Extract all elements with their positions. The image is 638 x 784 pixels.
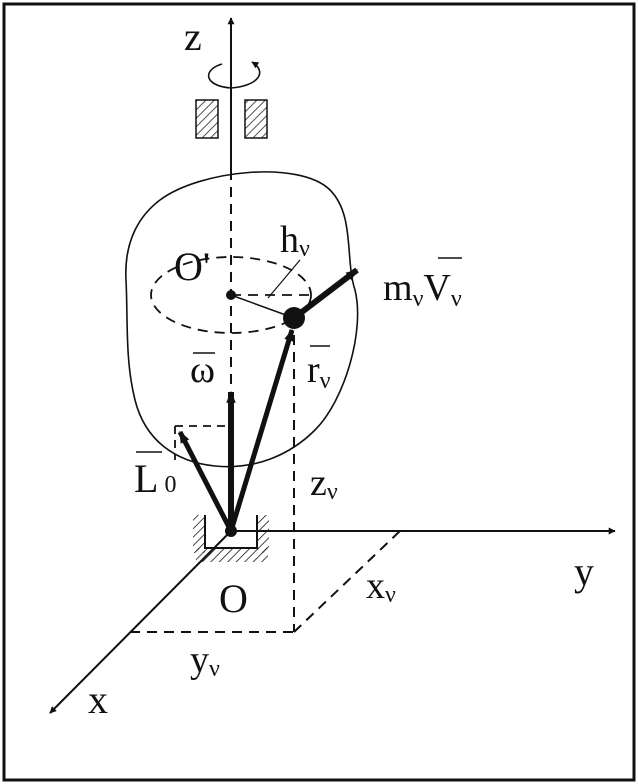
lower-bearing-hatch-right [257, 515, 269, 553]
z-coord-label: zν [310, 462, 338, 505]
upper-bearing-right [244, 99, 268, 139]
origin-label: O [219, 576, 248, 621]
x-projection-line [293, 530, 401, 633]
momentum-vector [292, 267, 359, 321]
rigid-body-outline [125, 171, 359, 468]
omega-label: ω [190, 349, 215, 391]
h-distance-line [230, 294, 295, 319]
x-axis-label: x [88, 677, 108, 722]
origin-point [225, 525, 237, 537]
rotation-arrow-icon [207, 61, 261, 89]
z-axis-label: z [184, 14, 202, 59]
center-o-prime [226, 290, 236, 300]
angular-momentum-vector [177, 430, 234, 533]
lower-bearing-hatch-left [193, 515, 205, 553]
x-axis [49, 530, 232, 714]
lower-bearing-hatch-bottom [196, 548, 268, 562]
h-tick [267, 259, 301, 299]
r-label: rν [307, 349, 331, 394]
momentum-label: mνVν [383, 267, 462, 312]
h-label: hν [280, 219, 310, 262]
y-coord-label: yν [190, 639, 220, 682]
rotation-circle [150, 256, 312, 334]
position-vector [228, 328, 295, 532]
x-coord-label: xν [366, 565, 396, 608]
o-prime-label: O' [174, 244, 210, 289]
y-axis-label: y [574, 549, 594, 594]
upper-bearing-left [195, 99, 219, 139]
